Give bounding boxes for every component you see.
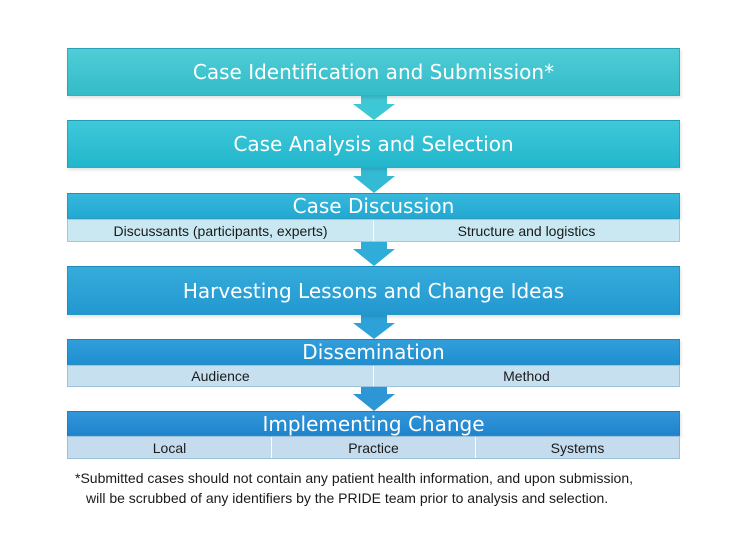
implementing-change-items: Local Practice Systems [67,436,680,459]
stage-dissemination: Dissemination [67,339,680,365]
footnote-line-2: will be scrubbed of any identifiers by t… [86,490,609,506]
dissemination-items: Audience Method [67,365,680,387]
stage-title: Harvesting Lessons and Change Ideas [182,278,565,303]
arrow-down-icon [353,95,395,120]
arrow-down-icon [353,314,395,339]
stage-case-discussion: Case Discussion [67,193,680,219]
item-method: Method [373,366,679,386]
stage-harvesting-lessons: Harvesting Lessons and Change Ideas [67,266,680,315]
stage-title: Case Analysis and Selection [233,132,514,156]
stage-implementing-change: Implementing Change [67,411,680,436]
stage-title: Implementing Change [262,411,485,436]
arrow-down-icon [353,240,395,266]
item-discussants: Discussants (participants, experts) [113,222,328,239]
stage-title: Dissemination [302,340,445,364]
stage-case-identification: Case Identification and Submission* [67,48,680,96]
case-discussion-items: Discussants (participants, experts) Stru… [67,219,680,242]
stage-title: Case Identification and Submission* [192,60,555,84]
item-practice: Practice [271,437,475,458]
arrow-down-icon [353,385,395,411]
item-structure-logistics: Structure and logistics [373,220,679,241]
stage-case-analysis: Case Analysis and Selection [67,120,680,168]
item-local: Local [152,439,187,456]
stage-title: Case Discussion [292,194,455,218]
arrow-down-icon [353,167,395,193]
footnote-line-1: *Submitted cases should not contain any … [75,470,634,486]
item-audience: Audience [191,368,250,384]
item-systems: Systems [475,437,679,458]
footnote: *Submitted cases should not contain any … [75,468,695,508]
